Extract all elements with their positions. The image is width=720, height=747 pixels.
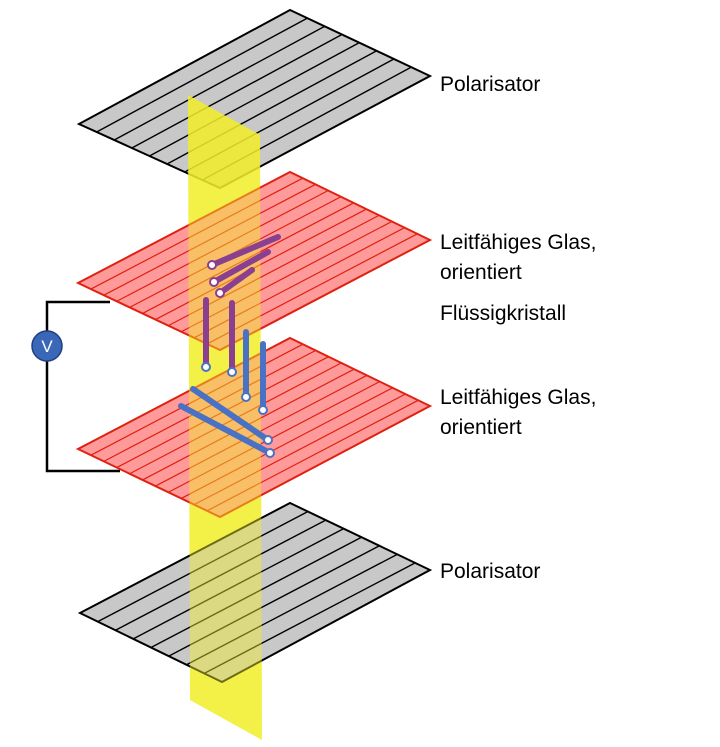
- lc-molecule-end: [209, 277, 219, 287]
- plate-stripe: [131, 33, 344, 149]
- top-polarizer-outline: [76, 8, 433, 190]
- lc-molecule-end: [215, 288, 225, 298]
- plate-stripe: [168, 380, 381, 493]
- plate-stripe: [206, 232, 420, 345]
- label-glass-top-line1: Leitfähiges Glas,: [440, 231, 596, 254]
- plate-stripe: [132, 528, 344, 640]
- plate-stripe: [155, 208, 368, 321]
- plate-stripe: [203, 562, 415, 674]
- plate-stripe: [142, 201, 355, 314]
- voltmeter-label: V: [41, 337, 53, 356]
- lc-molecule: [178, 403, 273, 456]
- plate-stripe: [97, 511, 309, 623]
- lc-molecule: [211, 249, 271, 285]
- plate-stripe: [180, 386, 394, 499]
- label-glass-bottom-line1: Leitfähiges Glas,: [440, 386, 596, 409]
- lower-glass-outline: [75, 336, 433, 519]
- plate-stripe: [96, 17, 308, 133]
- plate-stripe: [90, 343, 304, 456]
- plate-stripe: [113, 25, 326, 141]
- lc-molecule-end: [265, 448, 275, 458]
- lc-molecule-end: [207, 260, 217, 270]
- lc-molecule-end: [258, 405, 268, 415]
- layer-labels: Polarisator Leitfähiges Glas, orientiert…: [440, 73, 596, 583]
- lc-molecule-end: [263, 435, 273, 445]
- label-polarizer-bottom: Polarisator: [440, 560, 540, 583]
- voltage-circuit: V: [31, 300, 120, 473]
- plate-stripe: [149, 41, 361, 157]
- plate-stripe: [206, 399, 420, 512]
- liquid-crystal-molecules: [178, 234, 281, 458]
- plate-stripe: [115, 519, 326, 631]
- label-glass-bottom-line2: orientiert: [440, 416, 522, 439]
- lc-molecule-end: [241, 392, 251, 402]
- plate-stripe: [116, 189, 330, 302]
- upper-glass-outline: [75, 170, 433, 352]
- plate-stripe: [180, 220, 394, 333]
- plate-stripe: [103, 183, 317, 296]
- bottom-polarizer-outline: [77, 501, 433, 684]
- plate-stripe: [168, 545, 380, 657]
- label-glass-top-line2: orientiert: [440, 261, 522, 284]
- plate-stripe: [103, 349, 317, 462]
- lc-molecule: [209, 234, 281, 268]
- voltmeter-icon: [31, 330, 63, 362]
- light-beam-front: [188, 95, 262, 740]
- plate-stripe: [150, 536, 362, 649]
- bottom-polarizer-lines: [97, 511, 415, 674]
- lc-molecule-end: [201, 362, 211, 372]
- lc-molecule-end: [227, 367, 237, 377]
- circuit-wire: [45, 300, 120, 473]
- plate-stripe: [90, 177, 304, 290]
- label-polarizer-top: Polarisator: [440, 73, 540, 96]
- upper-glass-lines: [90, 177, 420, 345]
- lc-molecule: [190, 386, 271, 443]
- lc-molecule: [217, 267, 255, 296]
- plate-stripe: [155, 374, 368, 487]
- label-liquid-crystal: Flüssigkristall: [440, 302, 566, 325]
- plate-stripe: [186, 554, 397, 666]
- plate-stripe: [193, 393, 407, 506]
- bottom-polarizer: [77, 501, 433, 684]
